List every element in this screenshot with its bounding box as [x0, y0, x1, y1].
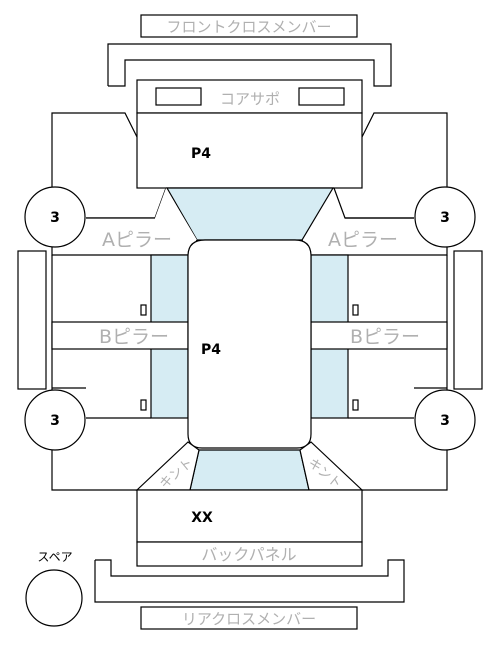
- headlight-right: [298, 87, 345, 106]
- spare-tire: [25, 569, 83, 627]
- a-pillar-left-area: [86, 188, 197, 255]
- a-pillar-left-label: Aピラー: [102, 229, 172, 251]
- door-handle-front-left: [140, 304, 147, 316]
- a-pillar-line-left: [86, 187, 167, 219]
- b-pillar-left: [51, 321, 189, 350]
- a-pillar-line-right: [333, 187, 414, 219]
- fender-left: [51, 112, 138, 256]
- b-pillar-right: [310, 321, 448, 350]
- grade-wheel-front-right: 3: [440, 210, 450, 226]
- side-panel-right: [453, 250, 483, 390]
- roof: [187, 239, 312, 449]
- door-handle-front-right: [352, 304, 359, 316]
- wheel-front-left: [24, 186, 86, 248]
- grade-wheel-rear-left: 3: [50, 413, 60, 429]
- b-pillar-left-label: Bピラー: [99, 326, 169, 348]
- wheel-rear-right: [414, 389, 476, 451]
- front-bracket: [107, 43, 392, 87]
- rear-window: [189, 449, 310, 491]
- grade-front: P4: [191, 146, 211, 162]
- core-support-label: コアサポ: [220, 90, 280, 108]
- wheel-rear-left: [24, 389, 86, 451]
- door-handle-rear-left: [140, 399, 147, 411]
- front-cross-member-box: [140, 14, 358, 38]
- wheel-front-right: [414, 186, 476, 248]
- a-pillar-right-label: Aピラー: [328, 229, 398, 251]
- front-cross-member-label: フロントクロスメンバー: [166, 18, 331, 36]
- trunk: [136, 489, 363, 543]
- spare-label: スペア: [37, 550, 72, 564]
- rear-cross-member-box: [140, 606, 358, 630]
- grade-wheel-front-left: 3: [50, 210, 60, 226]
- door-handle-rear-right: [352, 399, 359, 411]
- fender-right: [361, 112, 448, 256]
- back-panel-label: バックパネル: [201, 545, 296, 564]
- rear-bracket: [94, 559, 405, 603]
- rear-cross-member-label: リアクロスメンバー: [182, 610, 316, 628]
- back-panel-box: [136, 541, 363, 567]
- grade-center: P4: [201, 342, 221, 358]
- side-panel-left: [17, 250, 47, 390]
- headlight-left: [155, 87, 202, 106]
- hood-area: [136, 112, 363, 189]
- b-pillar-right-label: Bピラー: [350, 326, 420, 348]
- grade-wheel-rear-right: 3: [440, 413, 450, 429]
- grade-rear: XX: [191, 510, 213, 526]
